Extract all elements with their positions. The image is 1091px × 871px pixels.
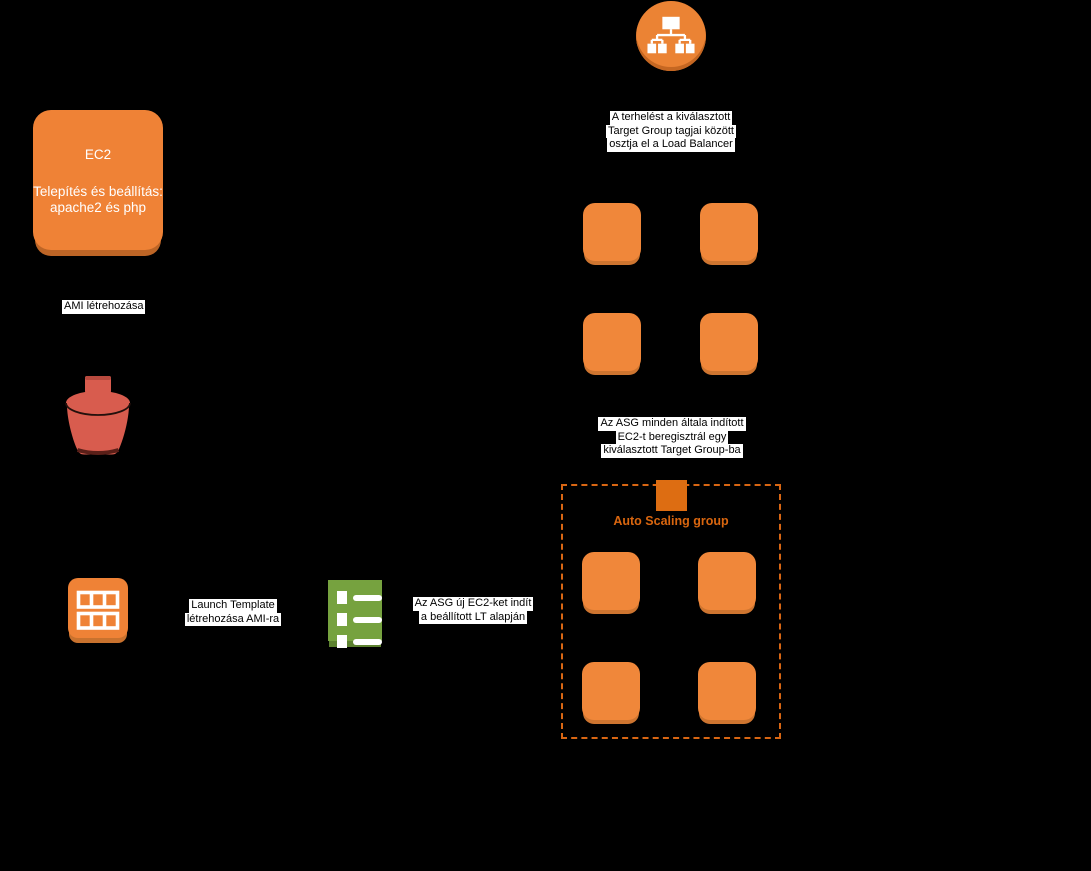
note-line: Az ASG minden általa indított xyxy=(598,417,746,431)
ec2-setup-box: EC2 Telepítés és beállítás: apache2 és p… xyxy=(33,110,163,250)
ami-bucket-icon xyxy=(65,376,131,455)
note-line: a beállított LT alapján xyxy=(418,610,528,624)
ec2-instance-icon xyxy=(583,203,641,261)
note-line: Target Group tagjai között xyxy=(606,124,736,138)
ec2-instance-icon xyxy=(698,552,756,610)
grid-glyph xyxy=(76,590,120,630)
note-line: A terhelést a kiválasztott xyxy=(609,111,733,125)
auto-scaling-group-label: Auto Scaling group xyxy=(613,514,729,528)
asg-register-note: Az ASG minden általa indított EC2-t bere… xyxy=(572,417,772,458)
list-row xyxy=(337,613,382,626)
ec2-instance-icon xyxy=(700,313,758,371)
launch-template-icon xyxy=(328,580,382,648)
ec2-instance-icon xyxy=(583,313,641,371)
load-balancer-note: A terhelést a kiválasztott Target Group … xyxy=(571,111,771,152)
note-line: AMI létrehozása xyxy=(62,300,146,314)
load-balancer-icon xyxy=(636,1,706,71)
ec2-instance-icon xyxy=(700,203,758,261)
note-line: Az ASG új EC2-ket indít xyxy=(412,597,534,611)
list-row xyxy=(337,635,382,648)
ec2-instance-icon xyxy=(582,552,640,610)
ec2-box-body-line: apache2 és php xyxy=(49,200,147,215)
ami-create-label: AMI létrehozása xyxy=(62,300,146,314)
auto-scaling-group-icon xyxy=(656,480,687,511)
tree-hierarchy-glyph xyxy=(647,16,695,54)
ec2-instance-icon xyxy=(698,662,756,720)
note-line: osztja el a Load Balancer xyxy=(607,138,735,152)
ec2-box-body-line: Telepítés és beállítás: xyxy=(33,184,163,199)
ec2-box-title: EC2 xyxy=(84,147,112,162)
ami-image-icon xyxy=(68,578,128,638)
note-line: Launch Template xyxy=(189,599,277,613)
note-line: EC2-t beregisztrál egy xyxy=(615,430,729,444)
asg-launch-note: Az ASG új EC2-ket indít a beállított LT … xyxy=(373,597,573,624)
launch-template-label: Launch Template létrehozása AMI-ra xyxy=(133,599,333,626)
list-row xyxy=(337,591,382,604)
ec2-instance-icon xyxy=(582,662,640,720)
note-line: kiválasztott Target Group-ba xyxy=(601,444,743,458)
note-line: létrehozása AMI-ra xyxy=(184,612,282,626)
